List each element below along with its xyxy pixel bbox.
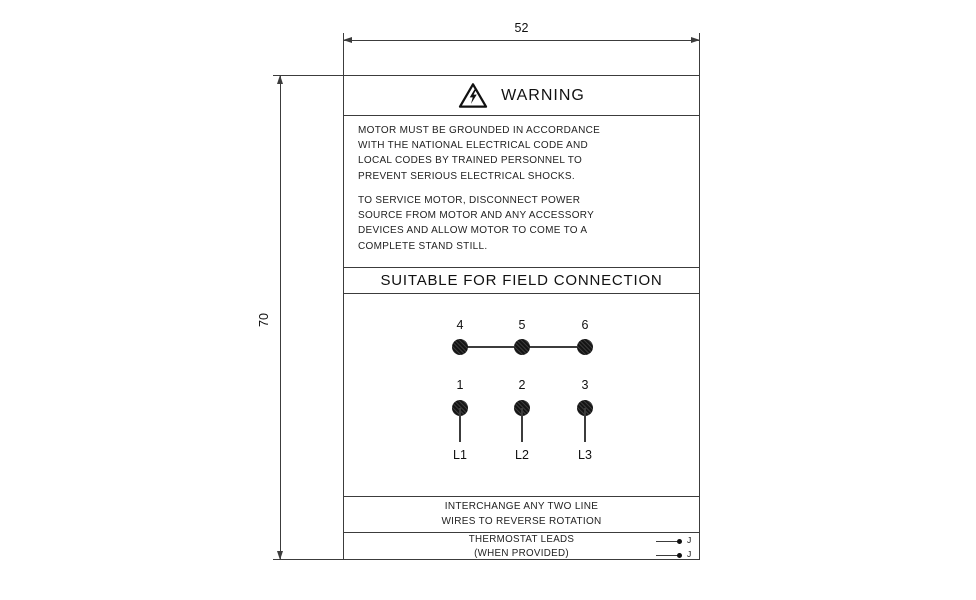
dimension-arrow-left-icon	[343, 37, 352, 43]
text-line: MOTOR MUST BE GROUNDED IN ACCORDANCE	[358, 125, 601, 136]
lead-wire-l1	[459, 408, 461, 442]
field-connection-title: SUITABLE FOR FIELD CONNECTION	[344, 267, 699, 294]
line-lead-l2: L2	[515, 448, 529, 462]
terminal-dot-5	[514, 339, 530, 355]
extension-line-top	[273, 75, 343, 76]
text-line: COMPLETE STAND STILL.	[358, 240, 488, 252]
height-dimension-value: 70	[257, 313, 271, 327]
text-line: INTERCHANGE ANY TWO LINE	[444, 501, 599, 512]
warning-triangle-icon	[458, 82, 488, 109]
text-line: SOURCE FROM MOTOR AND ANY ACCESSORY	[358, 210, 595, 222]
terminal-number-6: 6	[581, 318, 589, 332]
extension-line-left	[343, 33, 344, 75]
dimension-arrow-up-icon	[277, 75, 283, 84]
terminal-dot-6	[577, 339, 593, 355]
text-line: THERMOSTAT LEADS	[468, 534, 575, 545]
line-lead-l3: L3	[578, 448, 592, 462]
terminal-number-3: 3	[581, 378, 589, 392]
terminal-dot-4	[452, 339, 468, 355]
text-line: LOCAL CODES BY TRAINED PERSONNEL TO	[358, 155, 583, 167]
dimension-arrow-down-icon	[277, 551, 283, 560]
line-lead-l1: L1	[453, 448, 467, 462]
warning-header: WARNING	[344, 76, 699, 116]
terminal-diagram: 4 5 6 1 2 3 L1 L2 L3	[344, 294, 699, 496]
extension-line-bottom	[273, 559, 343, 560]
motor-warning-label: WARNING MOTOR MUST BE GROUNDED IN ACCORD…	[343, 75, 700, 560]
thermostat-note: THERMOSTAT LEADS (WHEN PROVIDED)	[344, 533, 699, 560]
text-line: DEVICES AND ALLOW MOTOR TO COME TO A	[358, 225, 588, 237]
thermostat-lead-dot-1	[677, 539, 682, 544]
terminal-number-1: 1	[456, 378, 464, 392]
service-warning-text: TO SERVICE MOTOR, DISCONNECT POWER SOURC…	[358, 193, 691, 254]
lead-wire-l3	[584, 408, 586, 442]
extension-line-right	[699, 33, 700, 75]
lead-wire-l2	[521, 408, 523, 442]
text-line: PREVENT SERIOUS ELECTRICAL SHOCKS.	[358, 170, 575, 182]
thermostat-lead-label-2: J	[687, 549, 692, 559]
terminal-number-5: 5	[518, 318, 526, 332]
text-line: WITH THE NATIONAL ELECTRICAL CODE AND	[358, 140, 589, 152]
width-dimension-value: 52	[514, 21, 529, 35]
terminal-number-4: 4	[456, 318, 464, 332]
thermostat-lead-line-1	[656, 541, 679, 542]
width-dimension-line	[343, 40, 700, 41]
warning-title: WARNING	[501, 86, 585, 104]
thermostat-lead-line-2	[656, 555, 679, 556]
rotation-note: INTERCHANGE ANY TWO LINE WIRES TO REVERS…	[344, 496, 699, 533]
grounding-warning-text: MOTOR MUST BE GROUNDED IN ACCORDANCE WIT…	[358, 123, 691, 184]
thermostat-lead-dot-2	[677, 553, 682, 558]
text-line: TO SERVICE MOTOR, DISCONNECT POWER	[358, 195, 581, 206]
text-line: WIRES TO REVERSE ROTATION	[441, 515, 602, 527]
dimension-arrow-right-icon	[691, 37, 700, 43]
thermostat-lead-label-1: J	[687, 535, 692, 545]
text-line: (WHEN PROVIDED)	[474, 547, 569, 559]
terminal-number-2: 2	[518, 378, 526, 392]
height-dimension-line	[280, 75, 281, 560]
